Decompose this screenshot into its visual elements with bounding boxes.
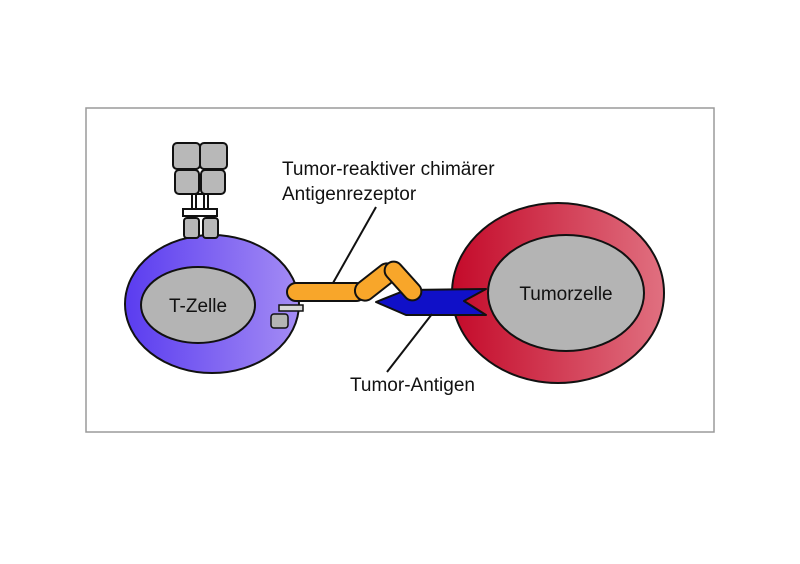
t-cell: T-Zelle (124, 234, 300, 374)
tumor-cell-label: Tumorzelle (519, 284, 612, 305)
receptor-label-line1: Tumor-reaktiver chimärer (282, 159, 495, 180)
chimeric-antigen-receptor-icon (286, 260, 423, 302)
antigen-label: Tumor-Antigen (350, 375, 475, 396)
tumor-cell: Tumorzelle (451, 202, 665, 384)
antigen-leader-line (386, 313, 433, 373)
tumor-cell-nucleus (487, 234, 645, 352)
receptor-label-line2: Antigenrezeptor (282, 184, 417, 205)
t-cell-membrane-proteins (270, 304, 304, 329)
t-cell-receptor-icon (172, 142, 228, 239)
t-cell-nucleus (140, 266, 256, 344)
receptor-leader-line (332, 206, 377, 284)
t-cell-label: T-Zelle (169, 296, 227, 317)
